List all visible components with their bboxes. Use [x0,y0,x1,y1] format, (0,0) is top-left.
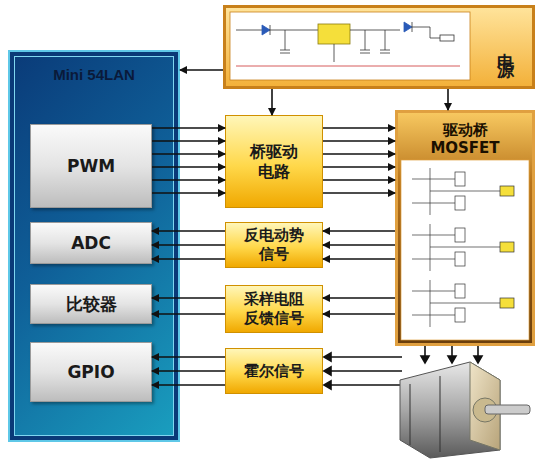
node-label: GPIO [67,362,114,382]
module-box: 比较器 [30,284,152,324]
signal-box: 采样电阻 反馈信号 [225,285,323,333]
signal-arrow [447,89,449,110]
motor-wires [421,346,482,363]
signal-arrow [323,153,395,155]
signal-arrow [323,297,395,299]
module-box: GPIO [30,342,152,402]
signal-arrow [323,313,395,315]
signal-arrow [323,244,395,246]
module-box: ADC [30,222,152,264]
node-label: 采样电阻 反馈信号 [242,290,307,328]
node-label: ADC [71,233,111,253]
node-label: 反电动势 信号 [242,226,307,264]
node-label: 电源 [495,39,518,55]
signal-arrow [323,230,395,232]
node-label: 比较器 [66,293,117,316]
signal-arrow [323,179,395,181]
signal-arrow [323,166,395,168]
hall-wires [324,353,402,389]
signal-arrow [323,258,395,260]
driver-box: 桥驱动 电路 [225,115,323,208]
node-label: PWM [67,156,115,176]
signal-arrow [323,127,395,129]
module-box: PWM [30,124,152,208]
mcu-box: Mini 54LAN PWM ADC 比较器 GPIO [8,50,180,442]
signal-arrow [323,192,395,194]
node-label: 霍尔信号 [244,362,304,381]
signal-arrow [271,89,273,115]
signal-arrow [323,140,395,142]
motor-illustration [400,362,530,458]
node-label: 桥驱动 电路 [248,142,301,182]
power-box: 电源 [223,5,535,89]
node-label: 驱动桥 MOSFET [420,121,510,157]
signal-box: 反电动势 信号 [225,222,323,268]
signal-box: 霍尔信号 [225,348,323,394]
mosfet-bridge-box: 驱动桥 MOSFET [395,110,535,346]
node-label: Mini 54LAN [53,66,135,83]
signal-arrow [180,69,223,71]
